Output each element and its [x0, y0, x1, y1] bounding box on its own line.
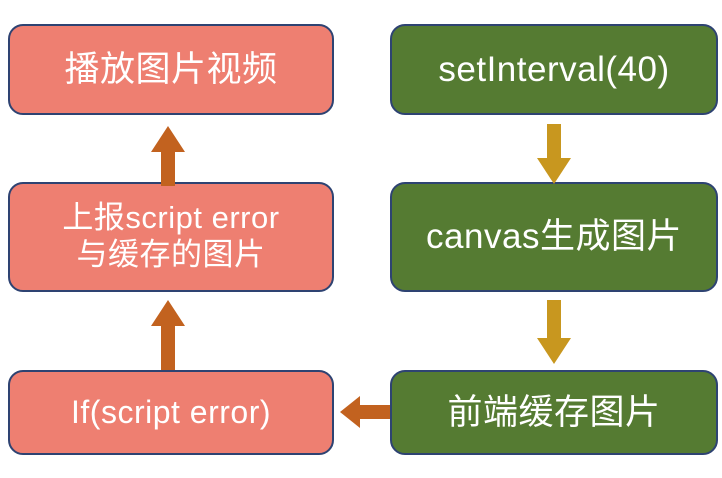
node-frontend-cache-label: 前端缓存图片 [447, 392, 661, 432]
node-report-error-label: 上报script error 与缓存的图片 [62, 200, 280, 272]
node-play-video[interactable]: 播放图片视频 [8, 24, 334, 115]
node-set-interval-label: setInterval(40) [438, 49, 670, 89]
arrow-down-icon-interval-to-canvas [537, 124, 571, 184]
arrow-up-icon-report-to-play [151, 126, 185, 186]
node-play-video-label: 播放图片视频 [64, 49, 278, 89]
node-report-error[interactable]: 上报script error 与缓存的图片 [8, 182, 334, 292]
arrow-left-icon-cache-to-if [340, 394, 390, 430]
node-frontend-cache[interactable]: 前端缓存图片 [390, 370, 718, 455]
node-if-script-error[interactable]: If(script error) [8, 370, 334, 455]
node-set-interval[interactable]: setInterval(40) [390, 24, 718, 115]
node-canvas-generate[interactable]: canvas生成图片 [390, 182, 718, 292]
arrow-down-icon-canvas-to-cache [537, 300, 571, 364]
node-canvas-generate-label: canvas生成图片 [426, 217, 682, 257]
node-if-script-error-label: If(script error) [71, 393, 271, 430]
arrow-up-icon-if-to-report [151, 300, 185, 370]
